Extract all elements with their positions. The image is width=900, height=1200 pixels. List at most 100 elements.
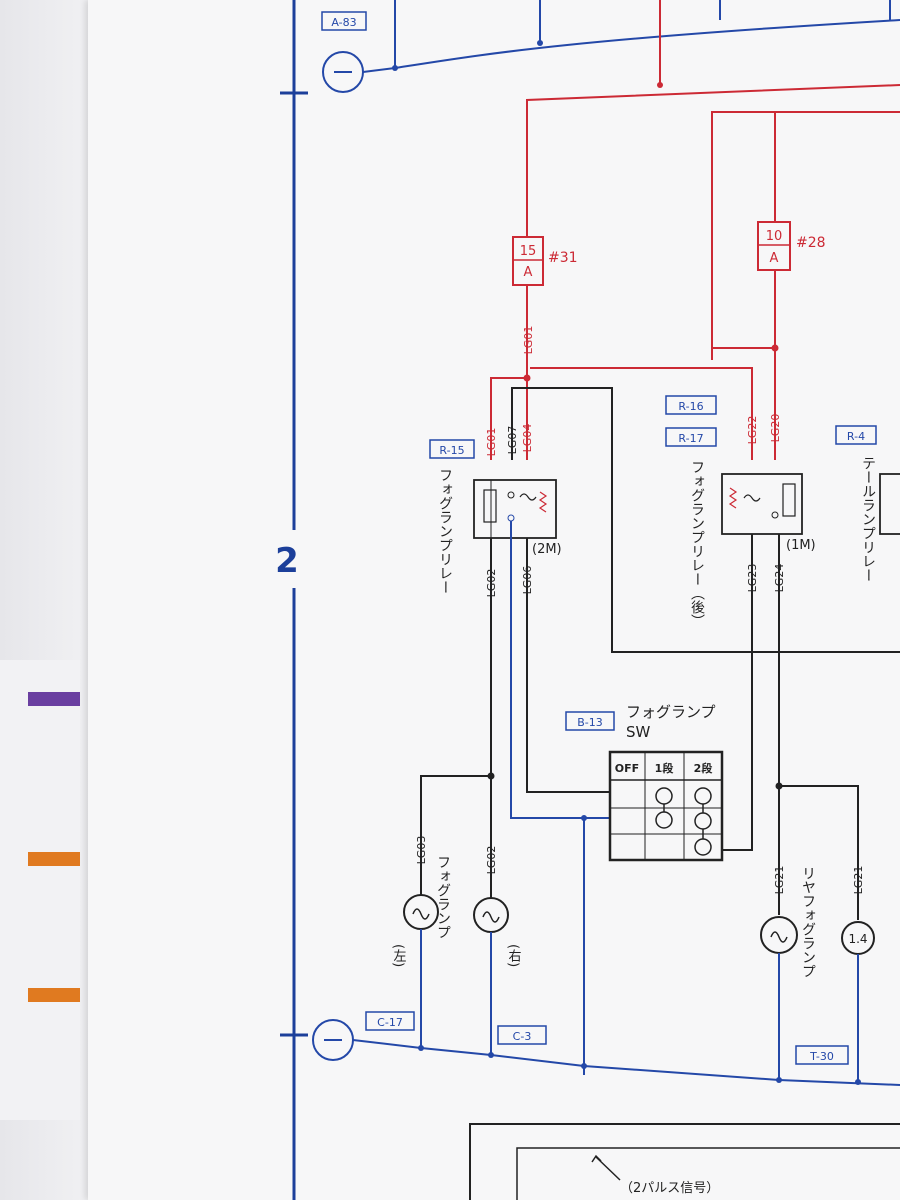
wire-blue-ground-sw xyxy=(510,521,610,819)
relay-terminal xyxy=(771,511,779,519)
wire-lg23 xyxy=(722,534,753,851)
wire-code-lg02-relay: LG02 xyxy=(485,569,498,598)
fog-lamp-right-label: (右) xyxy=(506,944,522,967)
relay-coil xyxy=(519,493,537,501)
connector-r15-label: R-15 xyxy=(439,444,464,457)
fuse-28-id: #28 xyxy=(796,235,826,251)
index-header-door-2 xyxy=(28,852,80,866)
junction-dot xyxy=(776,1077,782,1083)
wire-code-lg21-a: LG21 xyxy=(773,866,786,895)
wire-red-relay-split xyxy=(490,377,528,460)
junction-dot xyxy=(855,1079,861,1085)
bulb-filament xyxy=(482,911,500,923)
fog-relay-r15 xyxy=(473,479,557,539)
fuse-31-id: #31 xyxy=(548,250,578,266)
relay-rear-code: (1M) xyxy=(786,538,816,553)
junction-dot xyxy=(537,40,543,46)
fog-relay-label: フォグランプリレー xyxy=(437,468,453,594)
connector-r16-box xyxy=(665,395,717,415)
tail-relay xyxy=(879,473,900,535)
wire-code-lg01: LG01 xyxy=(485,428,498,457)
tail-relay-label: テールランプリレー xyxy=(860,456,876,582)
wire-red-main xyxy=(526,84,900,237)
index-header-door-1 xyxy=(28,692,80,706)
connector-r15-box xyxy=(429,439,475,459)
rear-fog-lamp-bulb-icon xyxy=(760,916,798,954)
pulse-signal-label: （2パルス信号） xyxy=(620,1181,719,1196)
section-number: 2 xyxy=(275,541,299,581)
bulb-filament xyxy=(770,931,788,943)
wire-red-second xyxy=(711,111,900,360)
fog-switch-table: OFF 1段 2段 xyxy=(608,750,724,862)
connector-r17-label: R-17 xyxy=(678,432,703,445)
wire-lg06 xyxy=(526,538,610,793)
ground-bus-top xyxy=(362,19,900,73)
junction-dot xyxy=(581,1063,587,1069)
relay-terminal xyxy=(507,491,515,499)
wire-code-lg06: LG06 xyxy=(521,566,534,595)
junction-dot xyxy=(488,1052,494,1058)
relay-resistor xyxy=(728,487,738,509)
relay-contact xyxy=(782,483,796,517)
fog-sw-label-1: フォグランプ xyxy=(626,703,716,721)
junction-dot xyxy=(657,82,663,88)
rear-fog-relay xyxy=(721,473,803,535)
fuse-31 xyxy=(512,236,544,286)
wire-code-lg22: LG22 xyxy=(746,416,759,445)
lower-unit-outline xyxy=(469,1123,900,1200)
relay-contact xyxy=(483,489,497,523)
wire-black-lg07 xyxy=(511,387,900,653)
bulb-filament xyxy=(412,908,430,920)
fog-lamp-label: フォグランプ xyxy=(435,855,451,939)
lower-unit-inner xyxy=(516,1147,900,1200)
wire-lg21-b xyxy=(779,785,859,920)
connector-r4-label: R-4 xyxy=(847,430,865,443)
connector-b13-label: B-13 xyxy=(577,716,603,729)
indicator-bulb-rating: 1.4 xyxy=(848,932,867,946)
relay-r15-code: (2M) xyxy=(532,542,562,557)
wire-code-lg03: LG03 xyxy=(415,836,428,865)
switch-header-off: OFF xyxy=(615,762,639,775)
connector-c3-box xyxy=(497,1025,547,1045)
fuse-28-rating: 10 xyxy=(766,229,783,244)
fuse-28 xyxy=(757,221,791,271)
wire-code-lg23: LG23 xyxy=(746,564,759,593)
wire-red-lg22 xyxy=(526,367,753,460)
fuse-31-rating: 15 xyxy=(520,244,537,259)
connector-a83-box xyxy=(321,11,367,31)
fog-lamp-left-bulb-icon xyxy=(403,894,439,930)
pulse-arrow-icon xyxy=(591,1154,602,1163)
connector-c17-box xyxy=(365,1011,415,1031)
wire-code-lg24: LG24 xyxy=(773,564,786,593)
wire-red-link xyxy=(711,347,775,360)
fuse-28-unit: A xyxy=(770,251,779,266)
wire-code-lg02-lamp: LG02 xyxy=(485,846,498,875)
connector-t30-label: T-30 xyxy=(809,1050,834,1063)
fuse-31-unit: A xyxy=(524,265,533,280)
index-header-door-3 xyxy=(28,988,80,1002)
fog-sw-label-2: SW xyxy=(626,723,651,741)
fog-lamp-right-bulb-icon xyxy=(473,897,509,933)
wire-code-lg20: LG20 xyxy=(769,414,782,443)
connector-r4-box xyxy=(835,425,877,445)
diagram-sheet xyxy=(88,0,900,1200)
fog-lamp-left-label: (左) xyxy=(391,944,407,967)
connector-r17-box xyxy=(665,427,717,447)
wire-code-lg07: LG07 xyxy=(506,426,519,455)
connector-r16-label: R-16 xyxy=(678,400,703,413)
switch-header-2: 2段 xyxy=(694,761,713,775)
relay-coil xyxy=(743,494,761,502)
connector-c17-label: C-17 xyxy=(377,1016,403,1029)
connector-c3-label: C-3 xyxy=(513,1030,532,1043)
wire-code-lg01-trunk: LG01 xyxy=(522,326,535,355)
wire-lg03 xyxy=(420,775,491,895)
connector-t30-box xyxy=(795,1045,849,1065)
connector-b13-box xyxy=(565,711,615,731)
left-index-page xyxy=(0,660,80,1120)
switch-header-1: 1段 xyxy=(655,761,674,775)
relay-resistor xyxy=(538,491,548,513)
ground-bus-bottom xyxy=(352,1039,900,1086)
connector-a83-label: A-83 xyxy=(331,16,356,29)
